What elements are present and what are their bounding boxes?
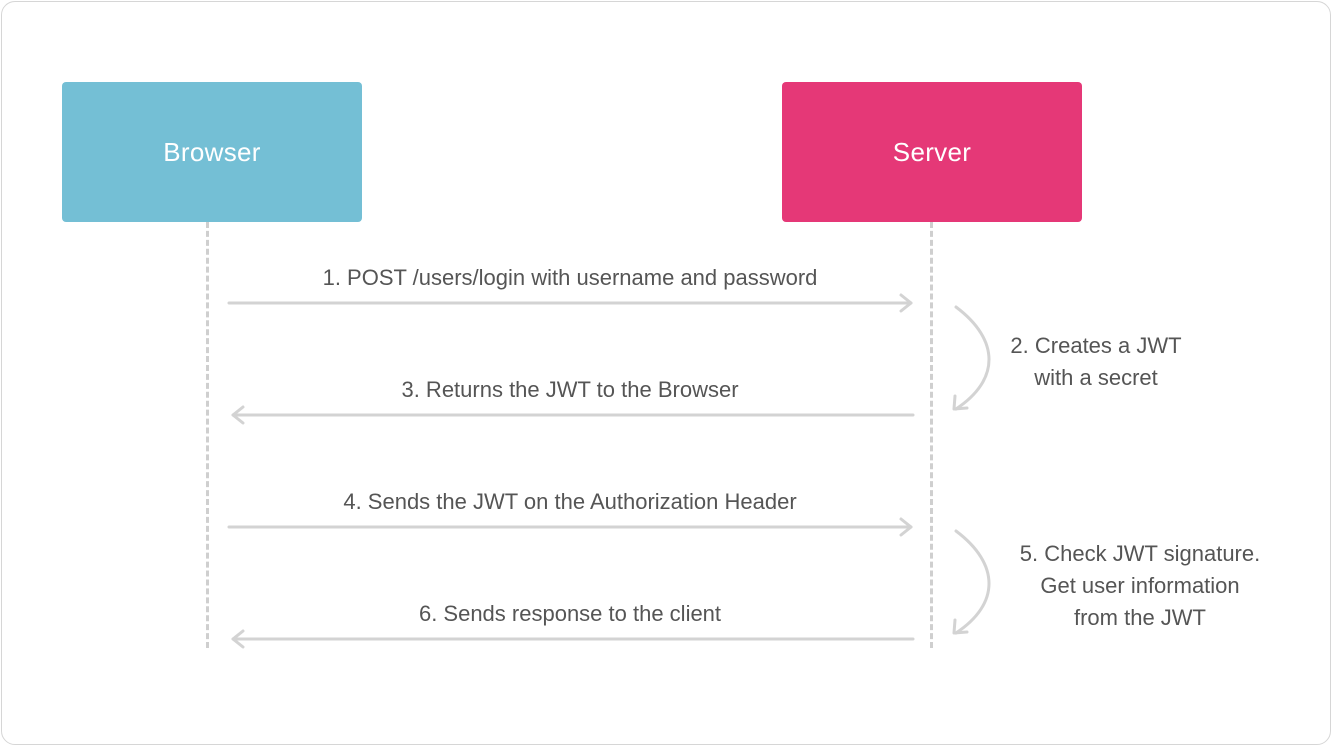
- note-step-5: 5. Check JWT signature. Get user informa…: [1000, 538, 1280, 634]
- server-lifeline: [930, 222, 933, 648]
- browser-lifeline: [206, 222, 209, 648]
- note-2-line-2: with a secret: [1034, 365, 1158, 390]
- message-arrow-6: [231, 629, 915, 649]
- self-arrow-5: [952, 529, 991, 635]
- note-5-line-1: 5. Check JWT signature.: [1019, 541, 1261, 566]
- message-label-1: 1. POST /users/login with username and p…: [322, 265, 818, 290]
- message-arrow-3: [231, 405, 915, 425]
- message-label-4: 4. Sends the JWT on the Authorization He…: [343, 489, 797, 514]
- message-label-3: 3. Returns the JWT to the Browser: [401, 377, 739, 402]
- self-arrow-2: [952, 305, 991, 411]
- note-step-2: 2. Creates a JWT with a secret: [996, 330, 1196, 394]
- server-actor-box: Server: [782, 82, 1082, 222]
- message-arrow-4: [227, 517, 913, 537]
- message-label-6: 6. Sends response to the client: [418, 601, 722, 626]
- note-5-line-2: Get user information: [1040, 573, 1240, 598]
- message-arrow-1: [227, 293, 913, 313]
- note-5-line-3: from the JWT: [1073, 605, 1206, 630]
- note-2-line-1: 2. Creates a JWT: [1010, 333, 1182, 358]
- browser-actor-box: Browser: [62, 82, 362, 222]
- browser-actor-label: Browser: [163, 136, 261, 167]
- server-actor-label: Server: [892, 136, 972, 167]
